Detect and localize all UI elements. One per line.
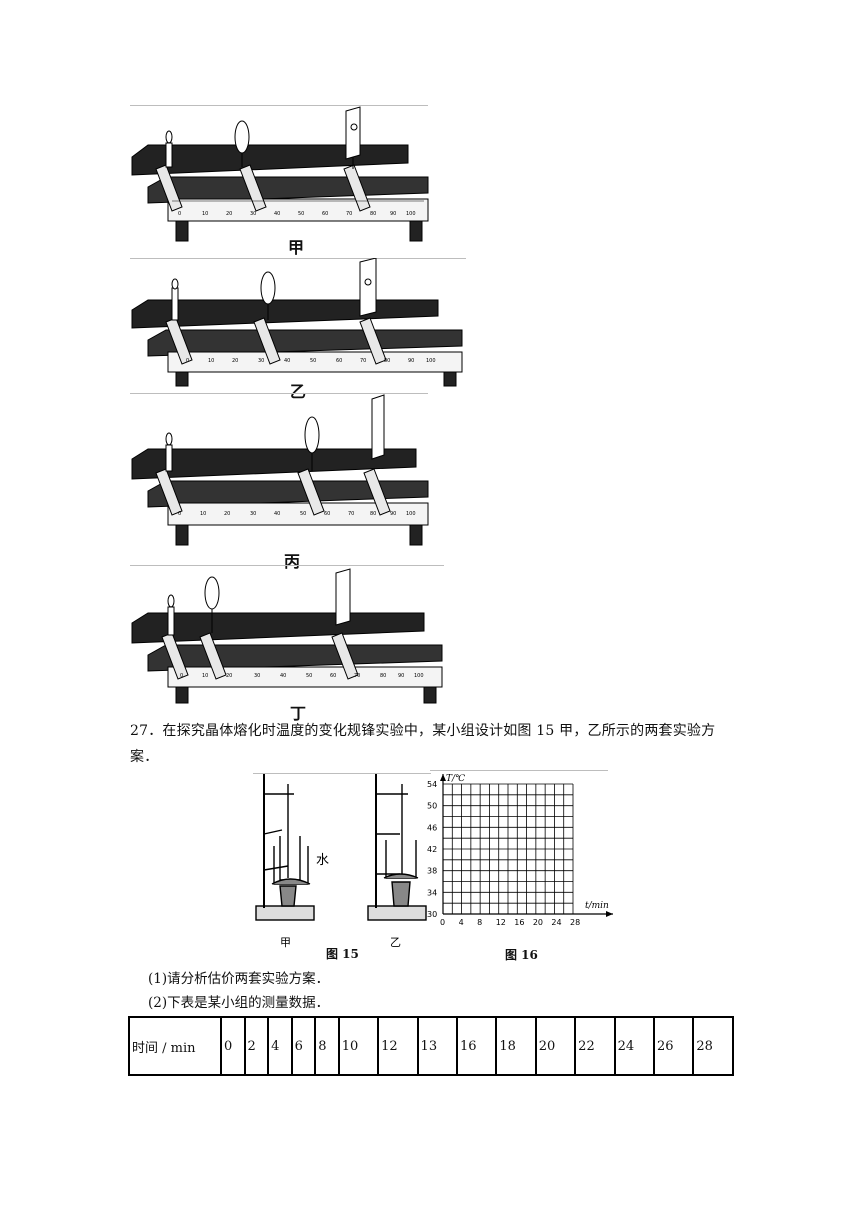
svg-text:80: 80 xyxy=(384,358,390,364)
svg-text:10: 10 xyxy=(200,511,206,517)
svg-text:40: 40 xyxy=(274,211,280,217)
svg-text:90: 90 xyxy=(408,358,414,364)
svg-text:50: 50 xyxy=(310,358,316,364)
svg-text:0: 0 xyxy=(180,673,183,679)
figure-15-apparatus: 水 甲 乙 xyxy=(255,774,427,949)
x-tick-label: 0 xyxy=(440,918,445,927)
svg-text:30: 30 xyxy=(254,673,260,679)
svg-text:70: 70 xyxy=(348,511,354,517)
svg-text:30: 30 xyxy=(250,211,256,217)
table-cell-time: 13 xyxy=(416,1016,458,1076)
svg-text:30: 30 xyxy=(258,358,264,364)
y-tick-label: 54 xyxy=(427,780,437,789)
svg-text:10: 10 xyxy=(202,673,208,679)
table-cell-time: 10 xyxy=(337,1016,380,1076)
figure-label-b: 乙 xyxy=(289,382,306,401)
figure-label-d: 丁 xyxy=(289,704,306,723)
x-tick-label: 20 xyxy=(533,918,543,927)
svg-text:100: 100 xyxy=(426,358,436,364)
table-cell-time: 20 xyxy=(534,1016,577,1076)
svg-text:60: 60 xyxy=(322,211,328,217)
svg-text:40: 40 xyxy=(280,673,286,679)
table-cell-time: 26 xyxy=(652,1016,695,1076)
svg-text:20: 20 xyxy=(232,358,238,364)
figure-15-caption: 图 15 xyxy=(326,947,359,961)
optical-bench-figure-d: 0 10 20 30 40 50 60 70 80 90 100 xyxy=(131,568,443,704)
y-tick-label: 34 xyxy=(427,888,437,897)
svg-text:50: 50 xyxy=(298,211,304,217)
x-axis-label: t/min xyxy=(585,901,609,911)
svg-text:100: 100 xyxy=(414,673,424,679)
svg-text:40: 40 xyxy=(284,358,290,364)
svg-text:70: 70 xyxy=(360,358,366,364)
svg-text:10: 10 xyxy=(208,358,214,364)
svg-text:50: 50 xyxy=(300,511,306,517)
figure-16-caption: 图 16 xyxy=(505,948,538,962)
table-cell-time: 12 xyxy=(377,1016,419,1076)
svg-text:80: 80 xyxy=(370,211,376,217)
svg-text:90: 90 xyxy=(398,673,404,679)
svg-text:60: 60 xyxy=(324,511,330,517)
y-axis-label: T/℃ xyxy=(446,774,466,784)
svg-text:20: 20 xyxy=(226,673,232,679)
question-27-text: 27．在探究晶体熔化时温度的变化规锋实验中，某小组设计如图 15 甲，乙所示的两… xyxy=(130,723,716,765)
water-label: 水 xyxy=(316,853,329,868)
svg-text:40: 40 xyxy=(274,511,280,517)
x-tick-label: 4 xyxy=(459,918,464,927)
table-cell-time: 6 xyxy=(290,1016,317,1076)
y-tick-label: 30 xyxy=(427,910,437,919)
table-cell-time: 0 xyxy=(220,1016,246,1076)
fig15-label-b: 乙 xyxy=(390,936,401,949)
svg-text:20: 20 xyxy=(226,211,232,217)
x-tick-label: 16 xyxy=(514,918,524,927)
table-cell-time: 18 xyxy=(495,1016,537,1076)
svg-text:30: 30 xyxy=(250,511,256,517)
table-cell-time: 28 xyxy=(692,1016,734,1076)
table-cell-time: 8 xyxy=(314,1016,340,1076)
svg-text:0: 0 xyxy=(178,511,181,517)
table-cell-time: 22 xyxy=(574,1016,616,1076)
y-tick-label: 42 xyxy=(427,845,437,854)
x-tick-label: 28 xyxy=(570,918,580,927)
optical-bench-figure-c: 0 10 20 30 40 50 60 70 80 90 100 xyxy=(131,394,429,546)
figure-16-grid: 30 34 38 42 46 50 54 0 4 8 12 16 20 24 28 T/℃ t/min xyxy=(427,774,613,927)
sub-question-2: (2)下表是某小组的测量数据． xyxy=(148,995,330,1011)
svg-text:70: 70 xyxy=(346,211,352,217)
table-header-time: 时间 / min xyxy=(128,1016,222,1076)
svg-text:70: 70 xyxy=(354,673,360,679)
svg-text:100: 100 xyxy=(406,511,416,517)
svg-text:10: 10 xyxy=(202,211,208,217)
y-tick-label: 46 xyxy=(427,823,437,832)
svg-text:90: 90 xyxy=(390,211,396,217)
table-cell-time: 4 xyxy=(267,1016,293,1076)
svg-text:0: 0 xyxy=(186,358,189,364)
fig15-label-a: 甲 xyxy=(280,936,291,949)
svg-text:60: 60 xyxy=(336,358,342,364)
optical-bench-figure-b: 0 10 20 30 40 50 60 70 80 90 100 xyxy=(131,258,463,387)
svg-text:20: 20 xyxy=(224,511,230,517)
x-tick-label: 24 xyxy=(551,918,561,927)
table-cell-time: 16 xyxy=(455,1016,498,1076)
svg-text:0: 0 xyxy=(178,211,181,217)
svg-text:80: 80 xyxy=(380,673,386,679)
svg-text:100: 100 xyxy=(406,211,416,217)
x-tick-label: 8 xyxy=(477,918,482,927)
svg-text:80: 80 xyxy=(370,511,376,517)
svg-text:90: 90 xyxy=(390,511,396,517)
y-tick-label: 50 xyxy=(427,802,437,811)
x-tick-label: 12 xyxy=(496,918,506,927)
table-cell-time: 24 xyxy=(613,1016,655,1076)
sub-question-1: (1)请分析估价两套实验方案． xyxy=(148,971,330,987)
optical-bench-figure-a: 0 10 20 30 40 50 60 70 80 90 100 xyxy=(131,106,429,242)
table-cell-time: 2 xyxy=(243,1016,270,1076)
svg-text:60: 60 xyxy=(330,673,336,679)
y-tick-label: 38 xyxy=(427,867,437,876)
figure-label-a: 甲 xyxy=(287,238,304,257)
svg-text:50: 50 xyxy=(306,673,312,679)
figure-label-c: 丙 xyxy=(283,552,300,571)
